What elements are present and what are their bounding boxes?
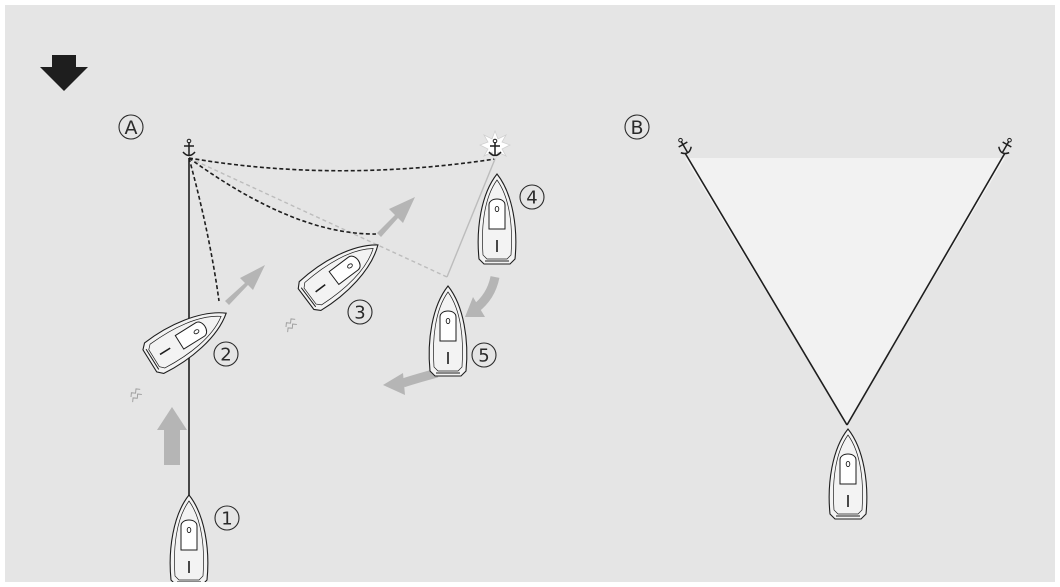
boat-number-4-text: 4 (526, 188, 537, 209)
movement-arrow-head (465, 297, 485, 317)
wake-mark (127, 386, 144, 403)
panel-a-label: A (118, 114, 144, 140)
movement-arrow (157, 407, 187, 465)
movement-arrow (225, 265, 265, 305)
boat-number-2-text: 2 (220, 345, 231, 366)
anchor-icon (996, 134, 1017, 157)
movement-arrow-head (383, 373, 405, 395)
boat-number-5: 5 (471, 342, 497, 368)
diagram-canvas: A B (5, 5, 1055, 582)
boat-number-3-text: 3 (354, 303, 365, 324)
boat-number-5-text: 5 (478, 346, 489, 367)
anchor-line-right (846, 152, 1006, 426)
boat-number-3: 3 (347, 299, 373, 325)
movement-arrow (472, 275, 500, 313)
panel-a-letter: A (125, 117, 138, 139)
anchor-line-dashed (188, 157, 496, 172)
boat-moored (828, 428, 868, 520)
boat-3 (293, 229, 391, 315)
down-arrow-icon (40, 55, 88, 91)
movement-arrow (401, 368, 439, 388)
anchor-line-left (684, 152, 848, 426)
movement-arrow (377, 197, 415, 237)
boat-number-1-text: 1 (221, 509, 232, 530)
anchor-line-dashed (188, 157, 220, 302)
anchor-line-grey (188, 157, 448, 278)
dragging-anchor-burst-icon (479, 129, 511, 162)
panel-b-diagram (673, 134, 1017, 520)
boat-number-2: 2 (213, 341, 239, 367)
panel-b-letter: B (630, 117, 643, 139)
boat-1 (169, 494, 209, 582)
panel-a-diagram: 1 2 3 4 5 (127, 129, 545, 582)
anchor-line-grey (446, 158, 496, 278)
wake-mark (282, 316, 299, 333)
boat-number-1: 1 (214, 505, 240, 531)
anchor-line-dashed (188, 157, 377, 235)
boat-5 (428, 285, 468, 377)
anchor-icon (182, 138, 196, 157)
swing-zone (685, 158, 1005, 425)
boat-number-4: 4 (519, 184, 545, 210)
anchor-icon (673, 134, 694, 157)
panel-b-label: B (624, 114, 650, 140)
